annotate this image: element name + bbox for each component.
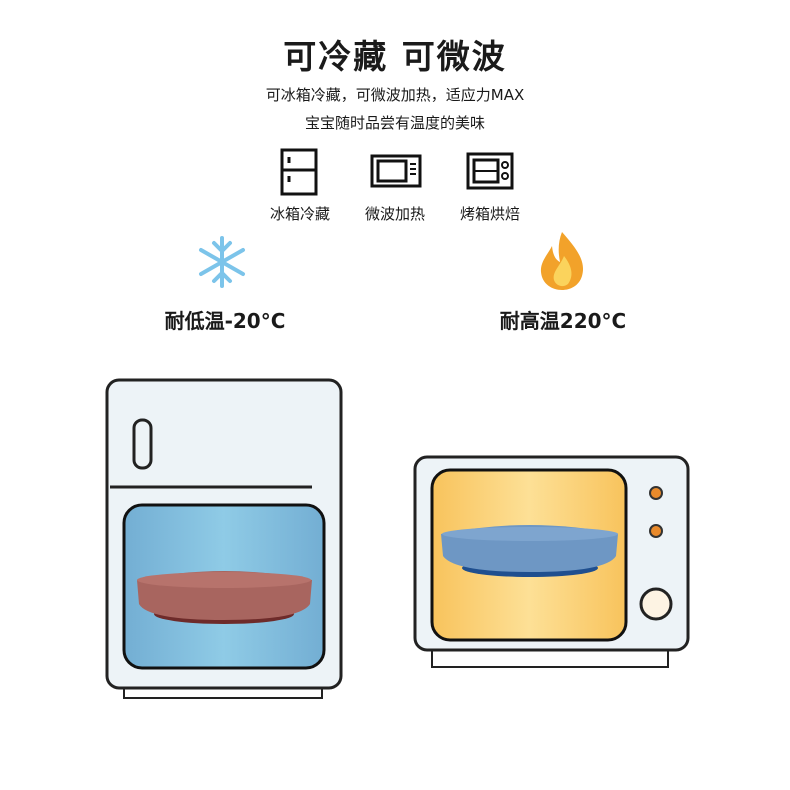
page-title: 可冷藏 可微波 <box>283 37 507 76</box>
subtitle-line-1: 可冰箱冷藏，可微波加热，适应力MAX <box>265 86 525 104</box>
blue-plate <box>441 525 618 577</box>
feature-label-microwave: 微波加热 <box>364 205 425 223</box>
subtitle-line-2: 宝宝随时品尝有温度的美味 <box>304 114 485 132</box>
cold-resistance-label: 耐低温-20°C <box>164 309 286 333</box>
microwave-illustration <box>413 455 690 668</box>
fire-icon <box>540 232 584 290</box>
feature-label-oven: 烤箱烘焙 <box>459 205 520 223</box>
fridge-illustration <box>105 378 343 699</box>
feature-label-fridge: 冰箱冷藏 <box>269 205 330 223</box>
pink-plate <box>137 571 312 624</box>
heat-resistance-label: 耐高温220°C <box>499 309 627 333</box>
microwave-icon <box>370 154 422 188</box>
oven-icon <box>466 152 514 190</box>
fridge-icon <box>280 148 318 196</box>
snowflake-icon <box>199 236 245 288</box>
